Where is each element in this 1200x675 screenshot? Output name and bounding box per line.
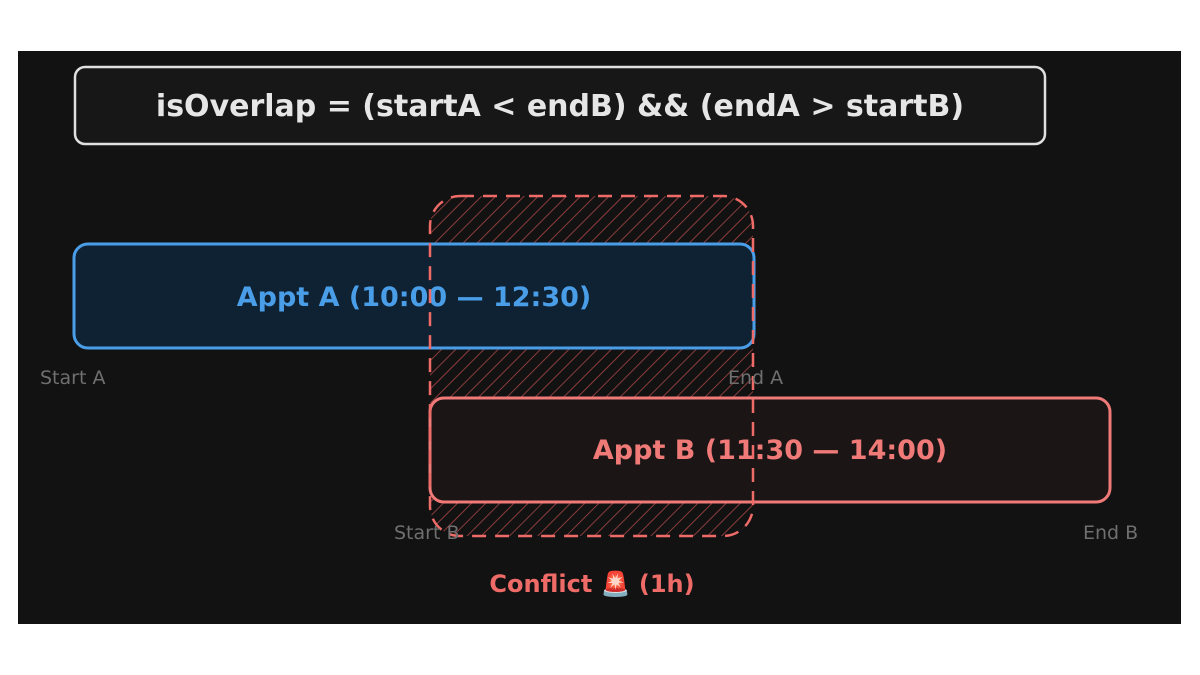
appt-b-label: Appt B (11:30 — 14:00) (593, 435, 947, 466)
start-b-label: Start B (394, 522, 460, 544)
formula-box: isOverlap = (startA < endB) && (endA > s… (73, 65, 1047, 146)
appt-b-bar: Appt B (11:30 — 14:00) (428, 396, 1112, 504)
conflict-label: Conflict 🚨 (1h) (489, 570, 694, 598)
end-a-label: End A (728, 367, 783, 389)
conflict-outline (428, 194, 755, 538)
appt-b-box (428, 396, 1112, 504)
appt-a-label: Appt A (10:00 — 12:30) (237, 282, 592, 313)
formula-box-border (73, 65, 1047, 146)
formula-text: isOverlap = (startA < endB) && (endA > s… (156, 89, 964, 124)
appt-a-bar: Appt A (10:00 — 12:30) (72, 242, 756, 350)
diagram-canvas: isOverlap = (startA < endB) && (endA > s… (18, 51, 1181, 624)
end-b-label: End B (1083, 522, 1138, 544)
overlap-diagram: isOverlap = (startA < endB) && (endA > s… (40, 65, 1138, 598)
start-a-label: Start A (40, 367, 105, 389)
